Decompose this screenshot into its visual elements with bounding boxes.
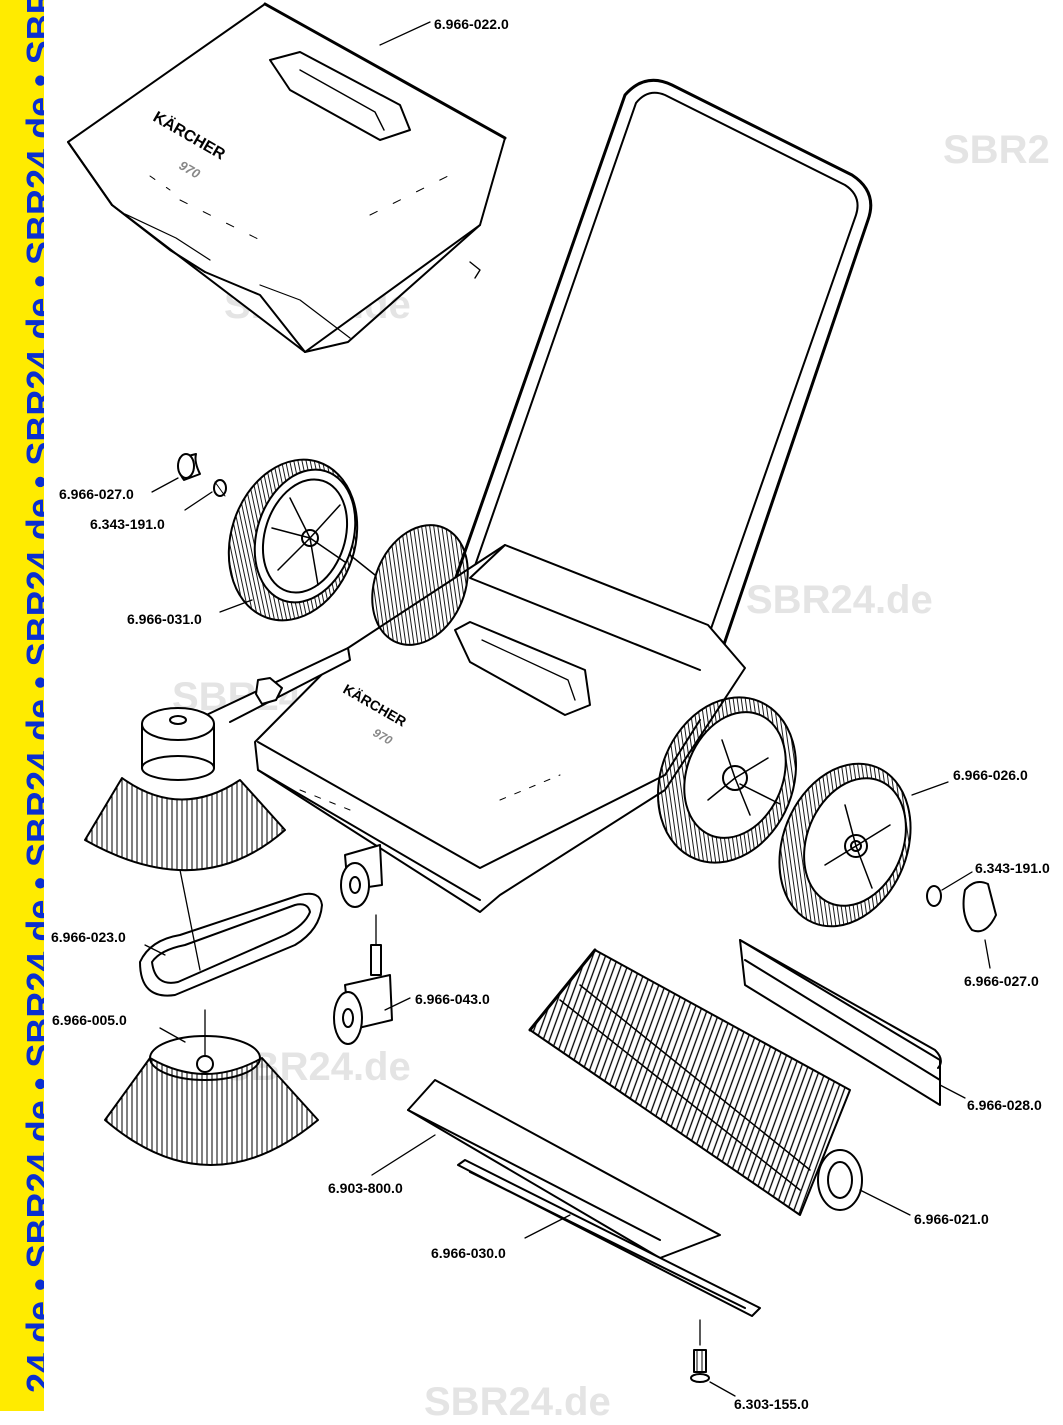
watermark: SBR24.de <box>746 578 933 622</box>
deflector <box>407 1079 721 1259</box>
part-label: 6.303-155.0 <box>734 1396 809 1412</box>
part-label: 6.343-191.0 <box>90 516 165 532</box>
side-brush-assembly <box>84 647 351 872</box>
part-label: 6.966-043.0 <box>415 991 490 1007</box>
hopper-lid <box>67 2 507 353</box>
leader-lines <box>144 21 991 1397</box>
side-brush <box>104 1009 319 1166</box>
part-label: 6.966-031.0 <box>127 611 202 627</box>
drive-belt <box>139 869 323 997</box>
part-label: 6.966-028.0 <box>967 1097 1042 1113</box>
body-caster <box>340 844 383 908</box>
wheel-left <box>177 453 376 622</box>
push-handle <box>453 78 873 717</box>
wheel-right <box>778 762 997 933</box>
part-label: 6.966-023.0 <box>51 929 126 945</box>
part-label: 6.343-191.0 <box>975 860 1050 876</box>
part-label: 6.966-005.0 <box>52 1012 127 1028</box>
part-label: 6.966-027.0 <box>59 486 134 502</box>
body-wheel-right <box>657 696 797 864</box>
part-label: 6.966-026.0 <box>953 767 1028 783</box>
rear-wheel-far <box>371 524 469 646</box>
caster-wheel <box>333 914 393 1045</box>
watermark-stripe: 24.de • SBR24.de • SBR24.de • SBR24.de •… <box>0 0 44 1411</box>
screw <box>690 1319 710 1383</box>
part-label: 6.903-800.0 <box>328 1180 403 1196</box>
watermark: SBR2 <box>943 128 1050 172</box>
part-label: 6.966-027.0 <box>964 973 1039 989</box>
part-label: 6.966-030.0 <box>431 1245 506 1261</box>
part-label: 6.966-022.0 <box>434 16 509 32</box>
flap-strip <box>457 1159 761 1317</box>
part-label: 6.966-021.0 <box>914 1211 989 1227</box>
sealing-strip <box>739 939 942 1106</box>
roller-brush <box>528 948 863 1216</box>
